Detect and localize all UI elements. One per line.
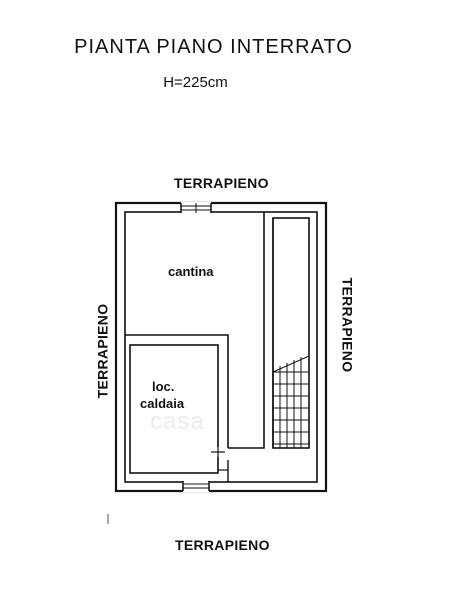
stair-shaft bbox=[272, 217, 310, 449]
height-label: H=225cm bbox=[163, 74, 228, 91]
bottom-window bbox=[182, 480, 210, 492]
plan-title: PIANTA PIANO INTERRATO bbox=[74, 36, 353, 58]
label-bottom: TERRAPIENO bbox=[175, 537, 270, 553]
label-top: TERRAPIENO bbox=[174, 175, 269, 191]
label-left: TERRAPIENO bbox=[94, 303, 111, 399]
outer-wall bbox=[114, 201, 328, 493]
inner-wall bbox=[124, 211, 318, 483]
label-right: TERRAPIENO bbox=[339, 277, 356, 373]
watermark: casa bbox=[150, 408, 205, 435]
room-caldaia-line1: loc. bbox=[152, 379, 175, 394]
caldaia-door bbox=[211, 445, 225, 460]
room-cantina: cantina bbox=[168, 264, 214, 279]
corridor-wall bbox=[228, 212, 265, 449]
caldaia-room bbox=[129, 344, 219, 474]
stair-treads bbox=[272, 355, 310, 448]
top-window bbox=[180, 202, 212, 214]
cantina-partition bbox=[125, 334, 229, 448]
room-caldaia-line2: caldaia bbox=[140, 396, 185, 411]
